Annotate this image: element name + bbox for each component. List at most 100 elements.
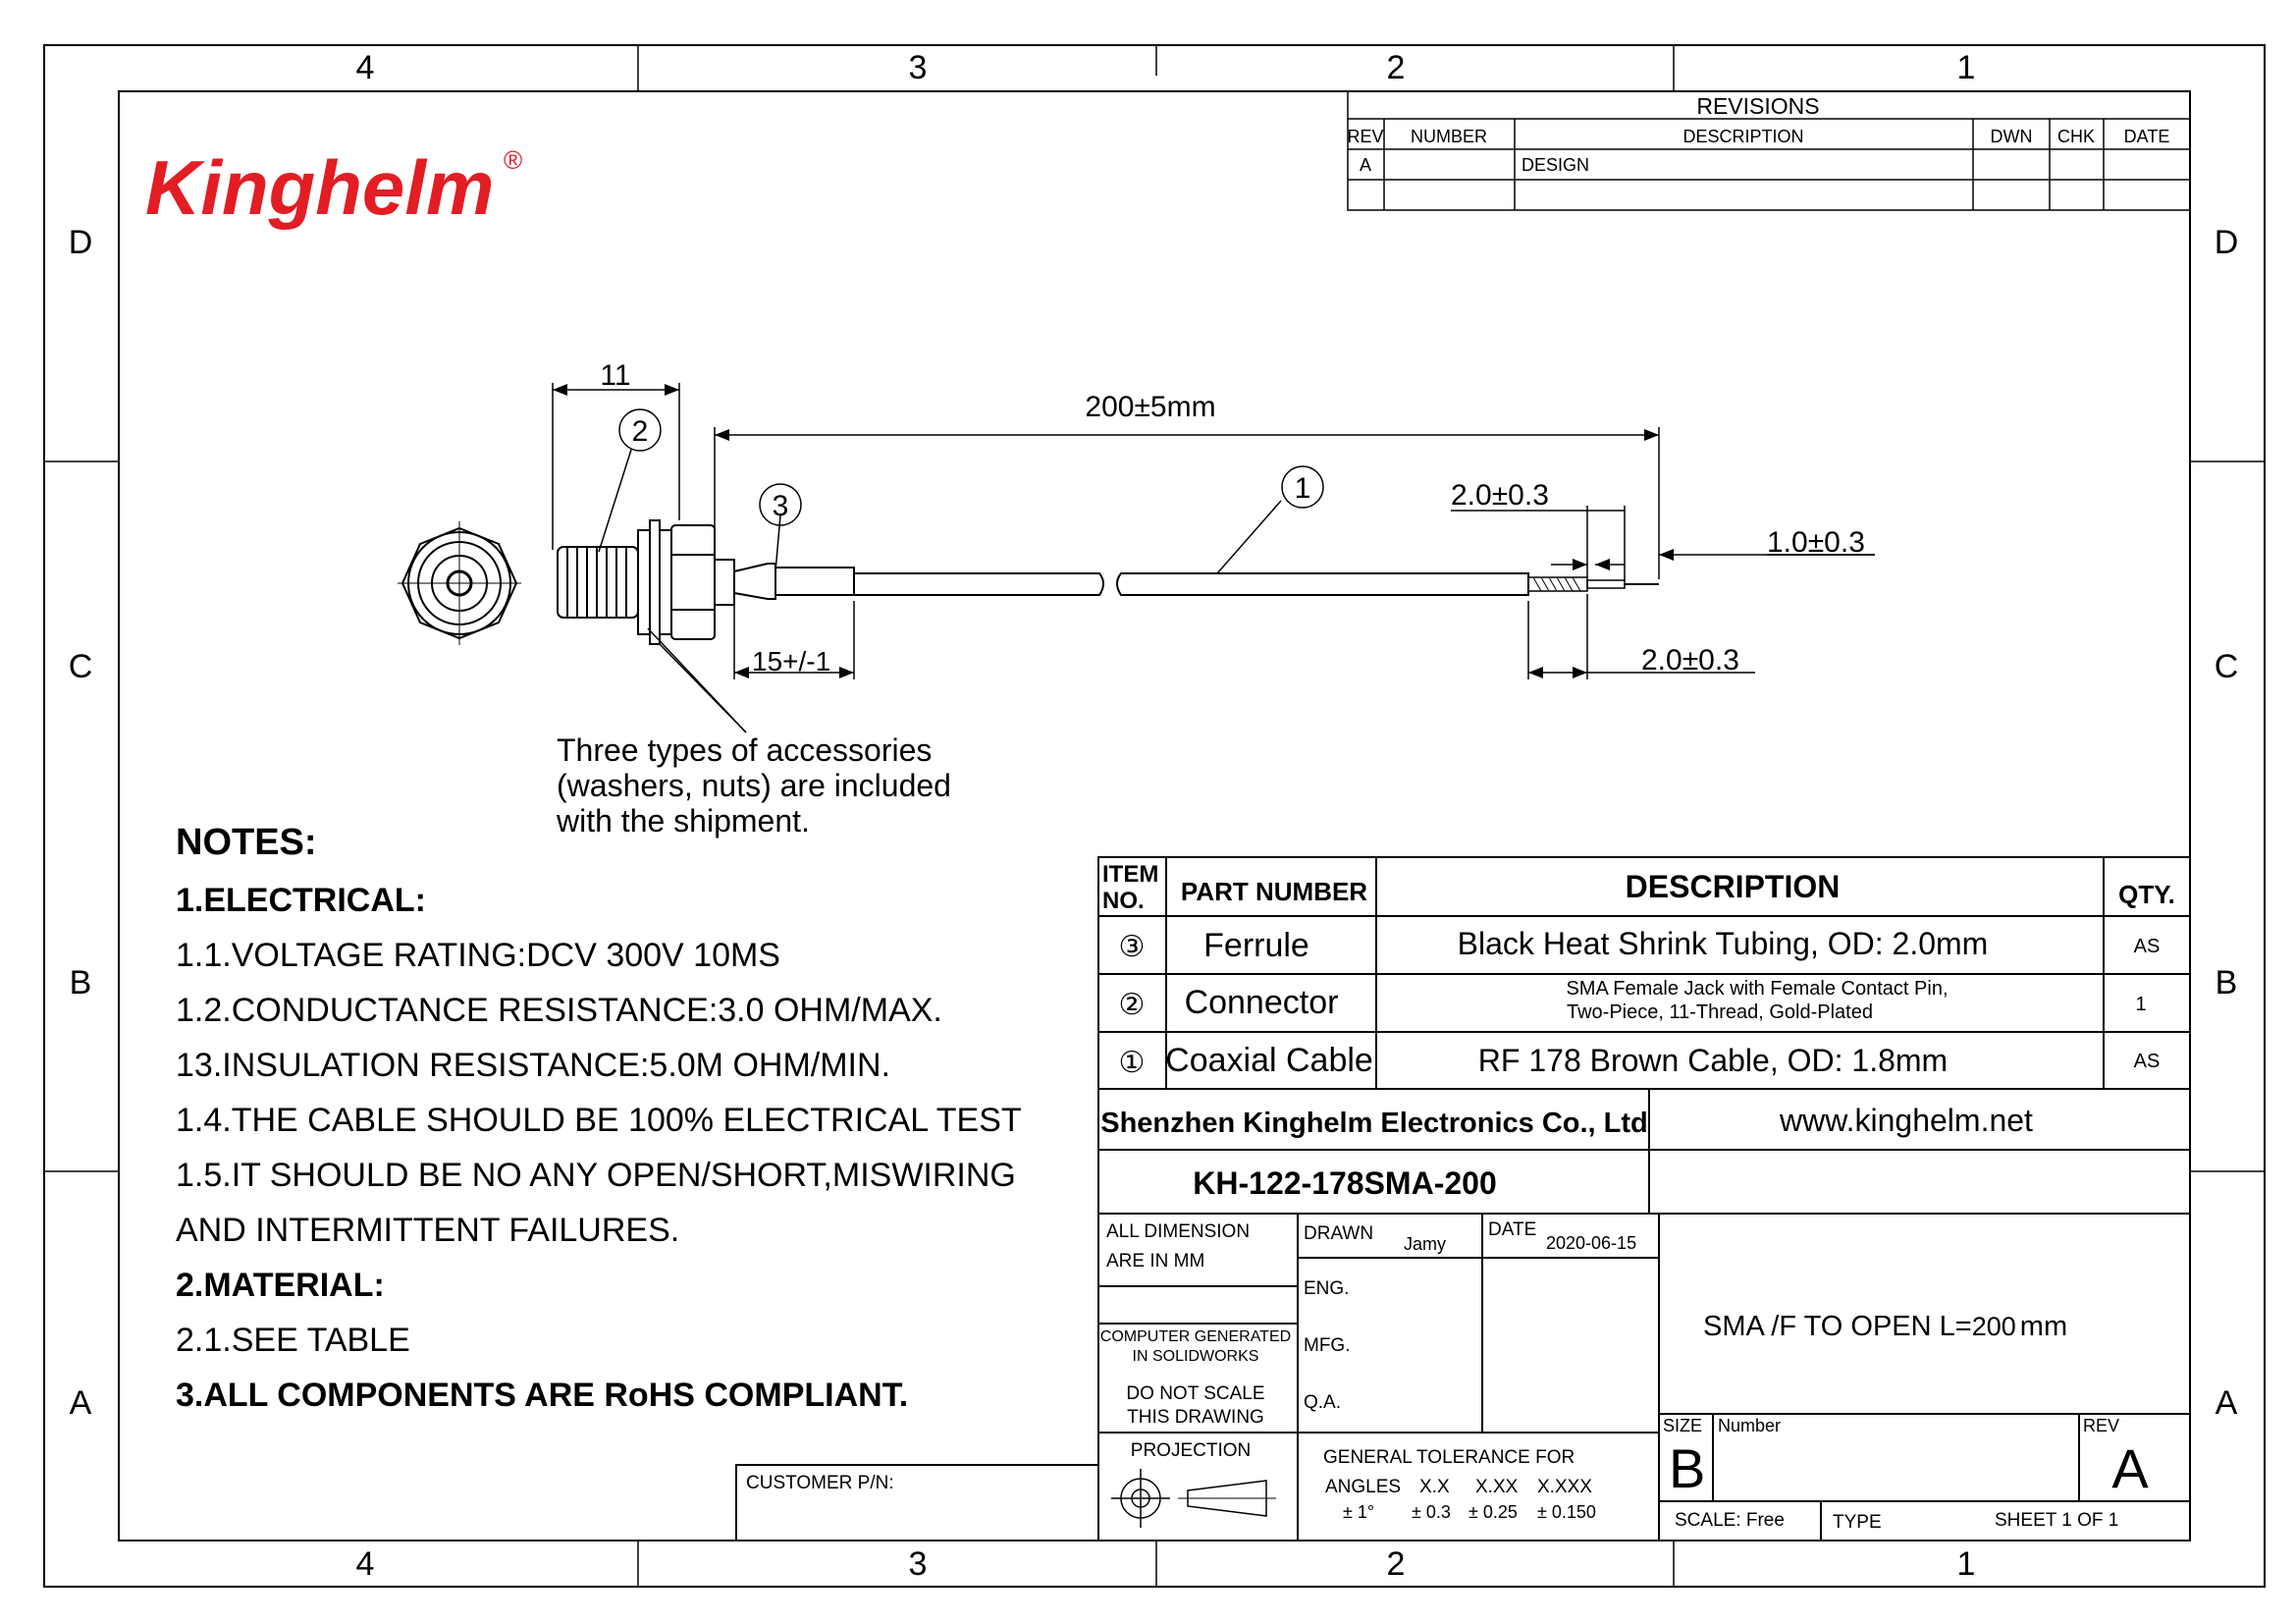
bom-row-2-description-line-2: Two-Piece, 11-Thread, Gold-Plated	[1567, 1001, 1873, 1023]
projection-symbol-icon	[1111, 1469, 1276, 1528]
part-number: KH-122-178SMA-200	[1193, 1165, 1496, 1201]
zone-row-left-A: A	[70, 1384, 92, 1422]
bom-row-1-part: Ferrule	[1203, 927, 1309, 964]
zone-row-right-C: C	[2215, 648, 2239, 685]
company-name: Shenzhen Kinghelm Electronics Co., Ltd	[1100, 1108, 1648, 1139]
bom-header-no: NO.	[1102, 888, 1145, 914]
bom-row-3-item: ①	[1119, 1047, 1146, 1079]
bom-row-3-qty: AS	[2134, 1051, 2161, 1072]
bom-row-1-description: Black Heat Shrink Tubing, OD: 2.0mm	[1458, 926, 1989, 961]
rev-value: A	[2111, 1437, 2149, 1499]
units-line-2: ARE IN MM	[1106, 1251, 1204, 1271]
tolerance-xx: X.XX	[1475, 1477, 1519, 1497]
rev-header-rev: REV	[1347, 127, 1383, 146]
zone-col-bottom-3: 3	[909, 1545, 928, 1583]
size-label: SIZE	[1663, 1416, 1702, 1435]
balloon-ferrule-label: 3	[773, 490, 789, 522]
bom-row-2-part: Connector	[1185, 984, 1339, 1021]
bom-header-item: ITEM	[1102, 861, 1158, 888]
size-value: B	[1669, 1437, 1705, 1499]
zone-col-top-4: 4	[356, 49, 375, 86]
sheet-label: SHEET 1 OF 1	[1995, 1510, 2118, 1531]
do-not-scale-line-1: DO NOT SCALE	[1126, 1383, 1264, 1404]
bom-row-3-description: RF 178 Brown Cable, OD: 1.8mm	[1478, 1043, 1948, 1078]
frame-zone-labels: 4 3 2 1 4 3 2 1 D C B A D C B A	[69, 49, 2239, 1583]
note-1-1: 1.1.VOLTAGE RATING:DCV 300V 10MS	[176, 937, 780, 974]
rev-header-date: DATE	[2124, 127, 2170, 146]
bom-row-2-description-line-1: SMA Female Jack with Female Contact Pin,	[1566, 978, 1948, 1000]
note-1-2: 1.2.CONDUCTANCE RESISTANCE:3.0 OHM/MAX.	[176, 992, 942, 1029]
accessory-note-line-1: Three types of accessories	[557, 732, 932, 768]
date-label: DATE	[1488, 1219, 1536, 1240]
bom-row-1-qty: AS	[2134, 936, 2161, 957]
tolerance-x: X.X	[1419, 1477, 1450, 1497]
drawing-title-value: 200	[1972, 1312, 2016, 1341]
insulation-shape	[1586, 579, 1626, 589]
dim-jacket-strip	[1451, 506, 1626, 580]
connector-end-view	[398, 521, 521, 645]
note-1-4: 1.4.THE CABLE SHOULD BE 100% ELECTRICAL …	[176, 1102, 1022, 1139]
dim-connector-length-label: 11	[600, 359, 630, 392]
kinghelm-logo: Kinghelm ®	[145, 144, 522, 231]
cable-segment-right	[1116, 572, 1529, 596]
bom-table: ITEM NO. PART NUMBER DESCRIPTION QTY. ③ …	[1097, 856, 2191, 1090]
balloon-ferrule	[759, 483, 802, 526]
connector-threaded-body	[557, 519, 735, 645]
notes-heading: NOTES:	[176, 822, 317, 863]
bom-row-2-qty: 1	[2135, 994, 2146, 1015]
zone-row-right-A: A	[2216, 1384, 2238, 1422]
projection-label: PROJECTION	[1131, 1440, 1251, 1461]
zone-row-right-D: D	[2215, 224, 2239, 261]
bom-row-1-item: ③	[1119, 931, 1146, 963]
zone-row-right-B: B	[2216, 964, 2238, 1001]
tolerance-xxx-value: ± 0.150	[1537, 1502, 1596, 1522]
rev-label: REV	[2083, 1416, 2119, 1435]
accessory-note-line-3: with the shipment.	[556, 803, 810, 839]
customer-pn-label: CUSTOMER P/N:	[746, 1473, 894, 1493]
drawing-title-unit: mm	[2020, 1311, 2067, 1342]
qa-label: Q.A.	[1304, 1392, 1341, 1413]
mfg-label: MFG.	[1304, 1335, 1351, 1356]
computer-generated-line-2: IN SOLIDWORKS	[1133, 1348, 1259, 1365]
eng-label: ENG.	[1304, 1278, 1349, 1299]
website: www.kinghelm.net	[1779, 1103, 2033, 1138]
rev-row-description: DESIGN	[1522, 155, 1589, 175]
note-1-3: 13.INSULATION RESISTANCE:5.0M OHM/MIN.	[176, 1047, 890, 1084]
dim-jacket-strip-label: 2.0±0.3	[1451, 479, 1549, 512]
drawing-title-main: SMA /F TO OPEN L=	[1703, 1311, 1972, 1342]
rev-row-rev: A	[1360, 155, 1371, 175]
revisions-table: REVISIONS REV NUMBER DESCRIPTION DWN CHK…	[1347, 90, 2191, 211]
dim-connector-length	[552, 383, 680, 550]
balloon-cable-label: 1	[1295, 472, 1311, 505]
logo-wordmark: Kinghelm	[145, 144, 494, 231]
tolerance-xx-value: ± 0.25	[1468, 1502, 1518, 1522]
units-line-1: ALL DIMENSION	[1106, 1221, 1250, 1242]
tolerance-xxx: X.XXX	[1537, 1477, 1592, 1497]
title-block: Shenzhen Kinghelm Electronics Co., Ltd w…	[735, 1088, 2191, 1542]
zone-row-left-D: D	[69, 224, 93, 261]
rev-header-description: DESCRIPTION	[1682, 127, 1803, 146]
do-not-scale-line-2: THIS DRAWING	[1127, 1407, 1264, 1428]
logo-registered-mark: ®	[504, 145, 522, 175]
accessory-note-line-2: (washers, nuts) are included	[557, 768, 951, 803]
note-rohs: 3.ALL COMPONENTS ARE RoHS COMPLIANT.	[176, 1377, 908, 1414]
zone-col-bottom-1: 1	[1957, 1545, 1976, 1583]
dim-ferrule-length	[733, 601, 855, 679]
balloon-connector-label: 2	[632, 415, 649, 448]
type-label: TYPE	[1833, 1512, 1882, 1533]
rev-header-chk: CHK	[2057, 127, 2095, 146]
cable-segment-left	[854, 572, 1104, 596]
tolerance-title: GENERAL TOLERANCE FOR	[1323, 1447, 1575, 1468]
bom-header-qty: QTY.	[2118, 880, 2175, 909]
number-label: Number	[1718, 1416, 1781, 1435]
bom-header-part: PART NUMBER	[1181, 877, 1367, 906]
computer-generated-line-1: COMPUTER GENERATED	[1100, 1328, 1291, 1345]
zone-col-bottom-4: 4	[356, 1545, 375, 1583]
dim-center-strip-label: 1.0±0.3	[1767, 526, 1865, 559]
note-1-5-cont: AND INTERMITTENT FAILURES.	[176, 1212, 679, 1249]
drawn-label: DRAWN	[1304, 1223, 1373, 1244]
bom-row-3-part: Coaxial Cable	[1165, 1042, 1373, 1079]
dim-braid-strip-label: 2.0±0.3	[1641, 644, 1739, 676]
notes-block: NOTES: 1.ELECTRICAL: 1.1.VOLTAGE RATING:…	[176, 822, 1022, 1414]
